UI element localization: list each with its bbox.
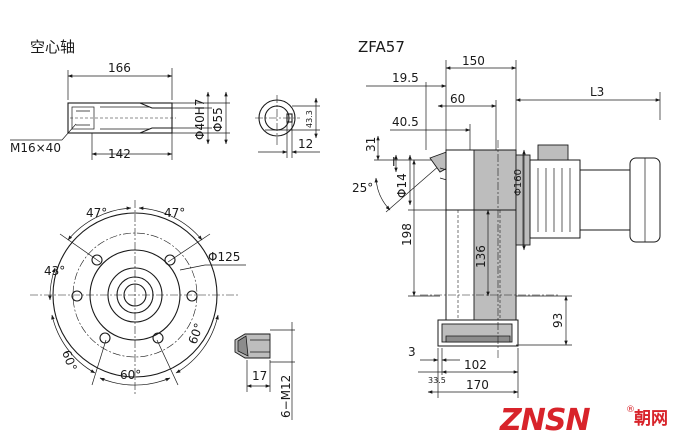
bolt-thread-label: 6−M12 [279, 375, 293, 418]
dim-L3: L3 [590, 85, 604, 99]
dim-43-3: 43.3 [305, 110, 314, 128]
brand-name: ZNSN [499, 403, 590, 438]
angle-25: 25° [352, 181, 373, 195]
brand-cn-name: 朝网 [634, 408, 668, 429]
angle-47-left: 47° [86, 206, 107, 220]
flange-front-view: 47° 47° 43° 60° 60° 60° Φ125 [30, 200, 246, 395]
dim-dia-14: Φ14 [395, 173, 409, 198]
dim-I: I [392, 155, 396, 169]
dim-17: 17 [252, 369, 267, 383]
angle-60-left: 60° [59, 348, 79, 373]
dim-pcd: Φ125 [208, 250, 240, 264]
dim-142: 142 [108, 147, 131, 161]
model-title: ZFA57 [358, 38, 405, 56]
dim-93: 93 [551, 313, 565, 328]
bolt-detail: 17 6−M12 [234, 322, 295, 420]
dim-170: 170 [466, 378, 489, 392]
dim-60: 60 [450, 92, 465, 106]
brand-logo: ZNSN ® 朝网 [499, 403, 668, 438]
dim-40-5: 40.5 [392, 115, 419, 129]
thread-label: M16×40 [10, 141, 61, 155]
dim-136: 136 [474, 245, 488, 268]
angle-60-bottom: 60° [120, 368, 141, 382]
shaft-section-view: 43.3 12 [255, 95, 320, 158]
dim-12: 12 [298, 137, 313, 151]
dim-166: 166 [108, 61, 131, 75]
dim-33-5: 33.5 [428, 376, 446, 385]
dim-19-5: 19.5 [392, 71, 419, 85]
dim-dia-160: Φ160 [513, 169, 524, 196]
motor-fins [537, 168, 571, 232]
dim-3: 3 [408, 345, 416, 359]
hollow-shaft-title: 空心轴 [30, 38, 75, 56]
angle-60-right: 60° [186, 321, 206, 346]
dim-198: 198 [400, 223, 414, 246]
dim-outer: Φ55 [211, 107, 225, 132]
dim-bore: Φ40H7 [193, 99, 207, 140]
dim-31: 31 [364, 137, 378, 152]
brand-registered: ® [626, 405, 635, 415]
shaft-side-view: 166 142 M16×40 Φ40H7 Φ55 [10, 61, 230, 161]
angle-43: 43° [44, 264, 65, 278]
dim-102: 102 [464, 358, 487, 372]
angle-47-right: 47° [164, 206, 185, 220]
gearbox-side-view: 150 19.5 60 40.5 L3 31 I Φ14 25° [352, 54, 661, 398]
dim-150: 150 [462, 54, 485, 68]
